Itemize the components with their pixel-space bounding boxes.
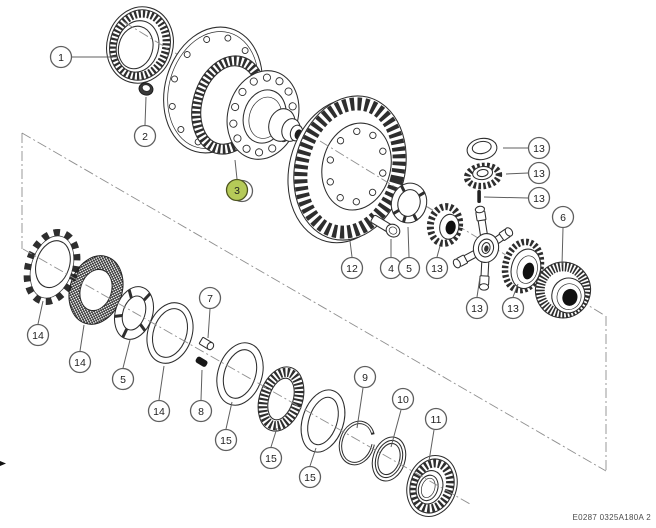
part-needle-bearing-15 bbox=[257, 366, 305, 432]
callout-label: 13 bbox=[471, 303, 483, 315]
part-side-gear-13 bbox=[501, 238, 545, 294]
callout-label: 13 bbox=[533, 143, 545, 155]
callout-8[interactable]: 8 bbox=[189, 399, 213, 423]
callout-13-pin[interactable]: 13 bbox=[527, 186, 551, 210]
callout-label: 13 bbox=[533, 168, 545, 180]
part-nut-2 bbox=[138, 82, 154, 96]
callout-label: 13 bbox=[431, 263, 443, 275]
boundary-guides bbox=[21, 132, 607, 472]
callout-11[interactable]: 11 bbox=[424, 407, 448, 431]
callout-5b[interactable]: 5 bbox=[111, 367, 135, 391]
callout-13-side-gear[interactable]: 13 bbox=[501, 296, 525, 320]
callout-label: 13 bbox=[533, 193, 545, 205]
callout-label: 11 bbox=[431, 414, 442, 426]
callout-label: 15 bbox=[304, 472, 316, 484]
callout-13-washer[interactable]: 13 bbox=[527, 136, 551, 160]
part-bearing-11 bbox=[406, 455, 458, 517]
callout-label: 1 bbox=[58, 52, 64, 64]
callout-6[interactable]: 6 bbox=[551, 205, 575, 229]
callout-label: 9 bbox=[362, 372, 368, 384]
callout-label: 10 bbox=[397, 394, 409, 406]
fold-arrow-marker bbox=[0, 461, 6, 466]
callout-label: 2 bbox=[142, 131, 148, 143]
callout-5a[interactable]: 5 bbox=[397, 256, 421, 280]
callout-14-friction-disc[interactable]: 14 bbox=[68, 350, 92, 374]
callout-label: 15 bbox=[220, 435, 232, 447]
callout-2[interactable]: 2 bbox=[133, 124, 157, 148]
part-roll-pin-13 bbox=[477, 190, 481, 203]
callout-highlight-circle bbox=[225, 178, 249, 202]
callout-1[interactable]: 1 bbox=[49, 45, 73, 69]
part-ring-15a bbox=[216, 342, 264, 406]
axis-line-lower bbox=[22, 248, 471, 505]
callout-3-highlighted[interactable]: 3 bbox=[225, 178, 254, 203]
callout-label: 13 bbox=[507, 303, 519, 315]
callout-label: 7 bbox=[207, 293, 213, 305]
callout-9[interactable]: 9 bbox=[353, 365, 377, 389]
callout-label: 3 bbox=[234, 185, 240, 197]
part-race-10 bbox=[371, 436, 407, 482]
callout-12[interactable]: 12 bbox=[340, 256, 364, 280]
callout-label: 14 bbox=[32, 330, 44, 342]
callout-15c[interactable]: 15 bbox=[298, 465, 322, 489]
part-friction-disc-14 bbox=[68, 255, 124, 325]
part-bevel-gear-13 bbox=[426, 203, 464, 247]
callout-10[interactable]: 10 bbox=[391, 387, 415, 411]
part-ring-15c bbox=[300, 389, 346, 453]
callout-15a[interactable]: 15 bbox=[214, 428, 238, 452]
part-bolt-4 bbox=[370, 214, 401, 238]
leader-lines bbox=[37, 56, 564, 467]
callout-14-ring[interactable]: 14 bbox=[147, 399, 171, 423]
part-ring-gear-12 bbox=[287, 95, 407, 244]
callout-13-bevel-left[interactable]: 13 bbox=[425, 256, 449, 280]
callout-label: 12 bbox=[346, 263, 358, 275]
callout-label: 8 bbox=[198, 406, 204, 418]
part-differential-housing-3 bbox=[163, 26, 304, 160]
callout-14-toothed-disc[interactable]: 14 bbox=[26, 323, 50, 347]
callout-label: 14 bbox=[74, 357, 86, 369]
callout-15b[interactable]: 15 bbox=[259, 446, 283, 470]
callout-label: 5 bbox=[406, 263, 412, 275]
callout-label: 4 bbox=[388, 263, 394, 275]
callout-label: 6 bbox=[560, 212, 566, 224]
callout-label: 15 bbox=[265, 453, 277, 465]
part-pin-7 bbox=[198, 336, 215, 351]
drawing-code: E0287 0325A180A 2 bbox=[572, 513, 651, 522]
part-tapered-bearing-1 bbox=[106, 6, 174, 84]
callout-label: 14 bbox=[153, 406, 165, 418]
callout-label: 5 bbox=[120, 374, 126, 386]
part-slotted-washer-5a bbox=[390, 182, 428, 224]
part-pin-8 bbox=[195, 356, 208, 367]
callout-13-spider[interactable]: 13 bbox=[465, 296, 489, 320]
part-spider-cross-13 bbox=[452, 205, 514, 291]
part-bevel-pinion-13 bbox=[463, 162, 503, 190]
part-spline-hub-6 bbox=[534, 261, 592, 319]
part-slotted-washer-5b bbox=[114, 286, 154, 340]
callout-13-pinion[interactable]: 13 bbox=[527, 161, 551, 185]
part-thrust-washer-13 bbox=[466, 137, 498, 161]
callout-7[interactable]: 7 bbox=[198, 286, 222, 310]
